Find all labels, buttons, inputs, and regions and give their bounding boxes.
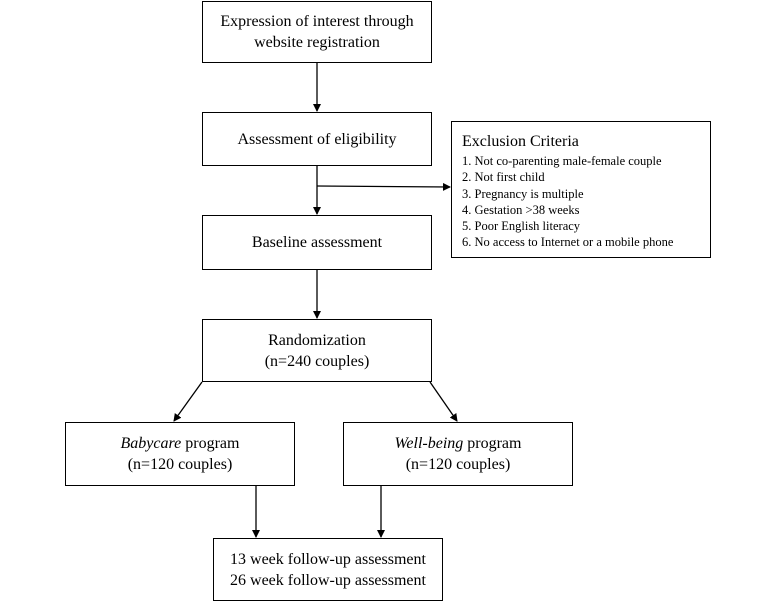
registration-box: Expression of interest through website r… <box>202 1 432 63</box>
eligibility-box: Assessment of eligibility <box>202 112 432 166</box>
randomization-line-2: (n=240 couples) <box>264 352 370 370</box>
babycare-program-count: (n=120 couples) <box>127 456 233 473</box>
wellbeing-program-suffix: program <box>463 435 522 452</box>
exclusion-criterion: 3. Pregnancy is multiple <box>462 186 584 201</box>
exclusion-criterion: 6. No access to Internet or a mobile pho… <box>462 235 674 250</box>
arrow-to-exclusion <box>316 182 451 191</box>
exclusion-criteria-list: 1. Not co-parenting male-female couple 2… <box>462 153 710 251</box>
randomization-box: Randomization (n=240 couples) <box>202 319 432 382</box>
registration-line-1: Expression of interest through <box>220 13 414 30</box>
exclusion-criterion: 2. Not first child <box>462 170 545 185</box>
exclusion-criterion: 5. Poor English literacy <box>462 219 581 234</box>
exclusion-criteria-title: Exclusion Criteria <box>462 133 579 150</box>
exclusion-criterion: 4. Gestation >38 weeks <box>462 202 580 217</box>
registration-line-2: website registration <box>254 34 380 51</box>
eligibility-label: Assessment of eligibility <box>237 130 397 148</box>
followup-line-2: 26 week follow-up assessment <box>230 571 426 589</box>
babycare-program-label: Babycare program <box>121 433 240 454</box>
followup-line-1: 13 week follow-up assessment <box>230 550 426 568</box>
babycare-program-box: Babycare program (n=120 couples) <box>65 422 295 486</box>
exclusion-criteria-box: Exclusion Criteria 1. Not co-parenting m… <box>451 121 711 258</box>
baseline-label: Baseline assessment <box>251 234 383 251</box>
baseline-box: Baseline assessment <box>202 215 432 270</box>
followup-box: 13 week follow-up assessment 26 week fol… <box>213 538 443 601</box>
wellbeing-program-count: (n=120 couples) <box>405 456 511 473</box>
wellbeing-program-name: Well-being <box>394 435 464 452</box>
babycare-program-suffix: program <box>181 435 240 452</box>
wellbeing-program-box: Well-being program (n=120 couples) <box>343 422 573 486</box>
arrow-randomization-to-babycare <box>173 381 203 422</box>
babycare-program-name: Babycare <box>120 435 182 452</box>
exclusion-criterion: 1. Not co-parenting male-female couple <box>462 154 662 168</box>
wellbeing-program-label: Well-being program <box>395 433 522 454</box>
randomization-line-1: Randomization <box>268 331 366 349</box>
arrow-randomization-to-wellbeing <box>429 381 458 422</box>
